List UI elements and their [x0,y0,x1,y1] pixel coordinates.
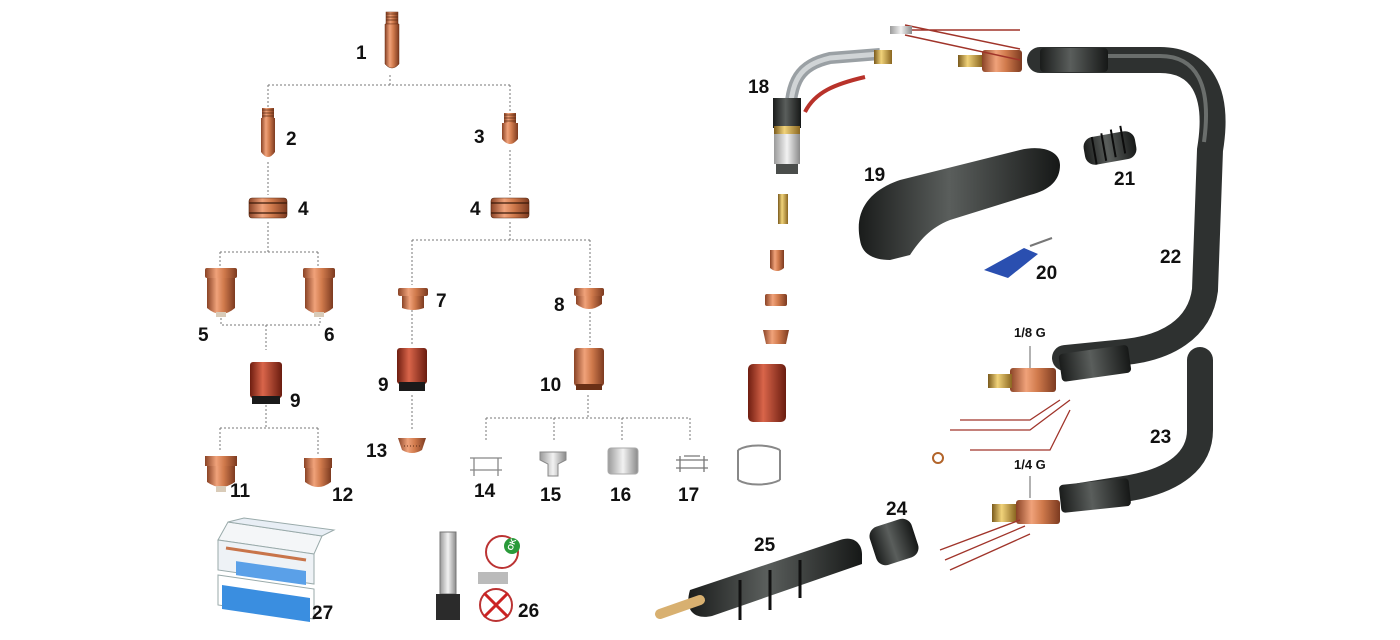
label-3: 3 [474,127,485,148]
label-4b: 4 [470,199,481,220]
label-26: 26 [518,601,540,622]
part-25-connector [655,538,862,620]
label-5: 5 [198,325,209,346]
label-21: 21 [1114,169,1136,190]
torch-stack-consumables [737,194,789,486]
label-20: 20 [1036,263,1058,284]
gauge-label-1-4g: 1/4 G [1014,457,1046,472]
part-1-electrode [384,11,400,69]
label-17: 17 [678,485,700,506]
part-2-electrode [261,108,275,157]
tree-connectors [219,75,691,455]
label-11: 11 [230,481,251,502]
label-13: 13 [366,441,388,462]
part-18-torch-head [773,48,892,174]
label-2: 2 [286,129,297,150]
part-6-nozzle [303,268,335,317]
part-17-guide [676,455,708,472]
gauge-label-1-8g: 1/8 G [1014,325,1046,340]
label-25: 25 [754,535,776,556]
part-14-spacer [470,457,502,476]
label-19: 19 [864,165,886,186]
label-14: 14 [474,481,496,502]
part-23-hose [1067,347,1213,509]
part-9-shield-b [397,348,427,391]
part-5-nozzle [205,268,237,317]
part-10-shield [574,348,604,390]
part-4-swirl-ring-b [490,197,530,219]
part-9-shield-a [250,362,282,404]
part-4-swirl-ring-a [248,197,288,219]
label-24: 24 [886,499,908,520]
part-24-sleeve [869,518,919,566]
part-21-grip-sleeve [1083,125,1137,165]
part-12-tip [304,458,332,487]
part-19-handle [858,148,1060,260]
part-11-tip [205,456,237,492]
part-13-deflector [398,438,426,453]
part-3-electrode [502,113,518,144]
connector-1-8g [932,345,1132,464]
label-8: 8 [554,295,565,316]
part-15-guide [539,451,567,477]
part-20-trigger [984,237,1053,278]
label-12: 12 [332,485,354,506]
part-16-cup [607,447,639,475]
label-7: 7 [436,291,447,312]
label-22: 22 [1160,247,1182,268]
label-23: 23 [1150,427,1172,448]
part-8-tip [574,288,604,309]
part-27-kit-box [217,517,336,622]
part-26-tool [436,531,520,622]
label-9a: 9 [290,391,301,412]
label-27: 27 [312,603,334,624]
connector-1-4g [939,478,1131,571]
label-4a: 4 [298,199,309,220]
connector-top [890,24,1108,72]
label-16: 16 [610,485,632,506]
label-15: 15 [540,485,562,506]
label-18: 18 [748,77,770,98]
label-10: 10 [540,375,562,396]
part-7-cap [398,288,428,310]
part-22-hose [1027,47,1226,371]
label-6: 6 [324,325,335,346]
label-9b: 9 [378,375,389,396]
label-1: 1 [356,43,367,64]
